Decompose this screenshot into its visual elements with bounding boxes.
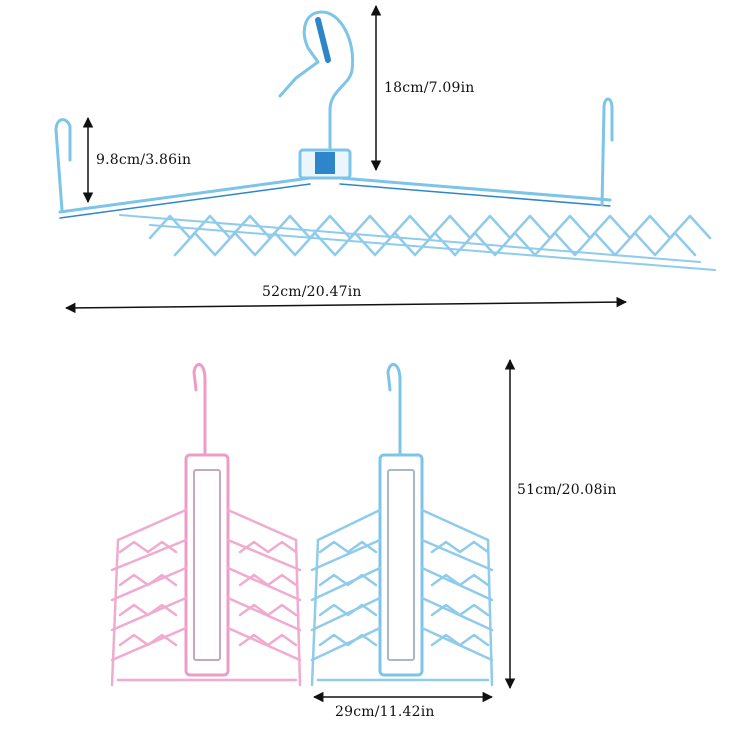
- clip-row: [119, 214, 716, 271]
- blue-folded-hanger: [310, 363, 494, 687]
- right-end-hook: [600, 97, 614, 207]
- hook-height-label: 18cm/7.09in: [384, 80, 475, 96]
- blue-open-hanger: [54, 10, 716, 271]
- main-hook: [278, 10, 355, 152]
- folded-height-label: 51cm/20.08in: [517, 482, 617, 498]
- left-end-hook: [54, 118, 72, 212]
- open-width-label: 52cm/20.47in: [262, 284, 362, 300]
- folded-width-label: 29cm/11.42in: [335, 704, 435, 720]
- open-width-arrow: [64, 296, 628, 314]
- end-hook-height-label: 9.8cm/3.86in: [96, 152, 192, 168]
- pink-folded-hanger: [110, 363, 302, 687]
